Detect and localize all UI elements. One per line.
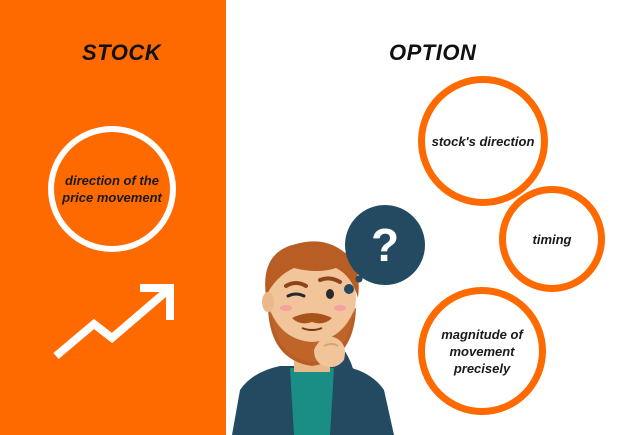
option-circle-label: magnitude of movement precisely [441, 326, 523, 376]
stock-direction-circle: direction of the price movement [48, 126, 176, 252]
option-circle-magnitude: magnitude of movement precisely [418, 287, 546, 415]
thinking-man-icon [232, 241, 394, 435]
question-mark-symbol: ? [371, 219, 399, 271]
option-circle-timing: timing [499, 186, 605, 292]
thought-bubble-dot [344, 284, 354, 294]
stock-title: STOCK [82, 40, 162, 65]
thought-bubble-dot [355, 275, 363, 283]
option-circle-label: stock's direction [431, 133, 535, 149]
option-title: OPTION [389, 40, 477, 65]
option-circle-stocks-direction: stock's direction [418, 76, 548, 206]
thought-bubble-main [345, 205, 425, 285]
stock-direction-label: direction of the price movement [62, 173, 162, 205]
thought-bubble-icon: ? [344, 205, 425, 294]
option-circle-label: timing [532, 231, 572, 247]
upward-trend-arrow-icon [53, 284, 174, 360]
